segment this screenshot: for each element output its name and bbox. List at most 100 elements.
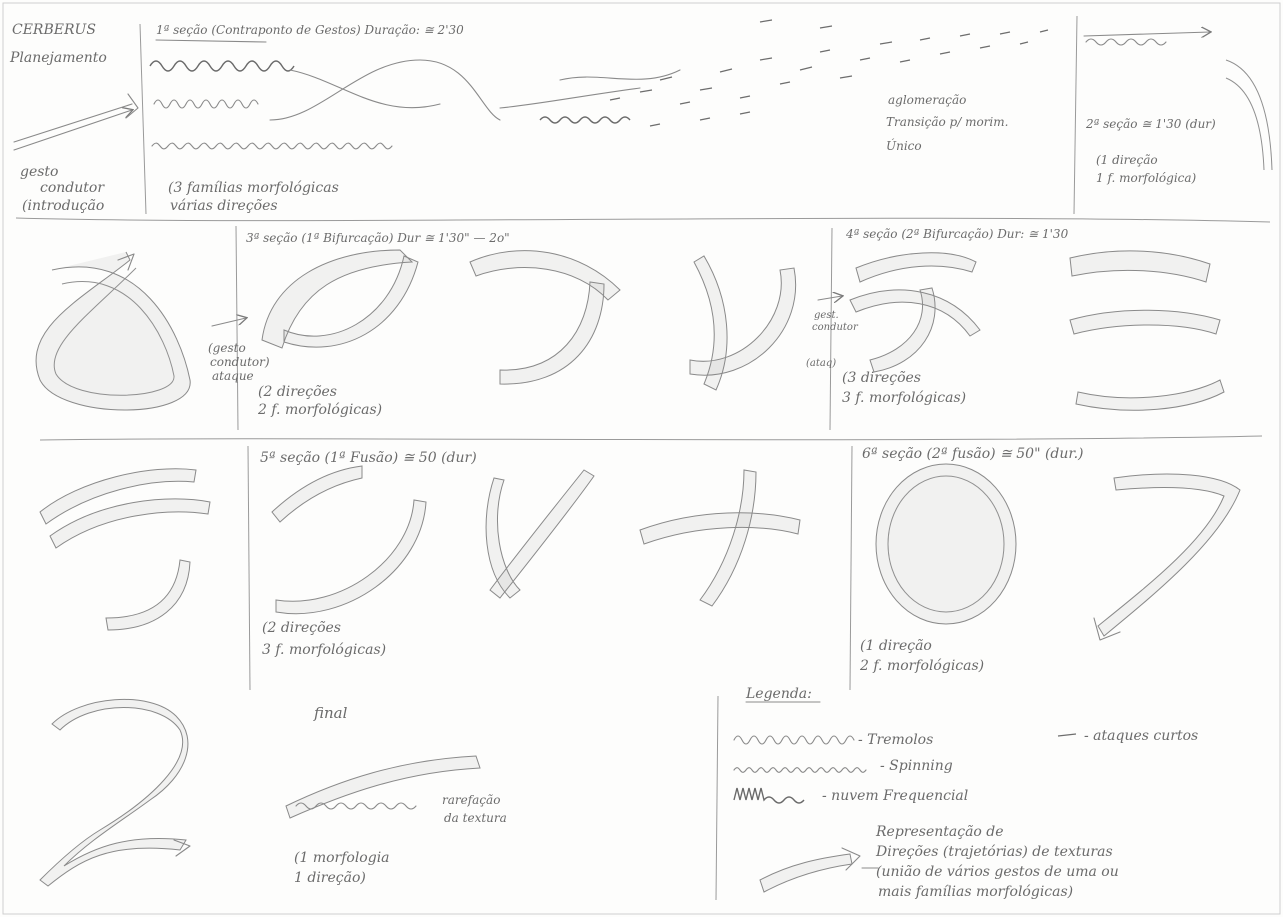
intro-arrow-head [126,94,138,118]
sec2-arrow-1 [1084,32,1210,36]
sec1-note-1: (3 famílias morfológicas [168,180,339,196]
intro-label-1: gesto [20,164,59,180]
sec4-conductor-arrow [818,296,842,300]
sec4-band-4 [1070,251,1210,282]
sec1-underline [156,40,266,42]
legend-spinning: - Spinning [880,758,953,774]
final-loop-band [40,699,188,886]
sec4-band-1 [856,253,976,282]
sec3-cond-1: (gesto [208,341,246,355]
divider-row3-2 [850,446,852,690]
sec3-cond-3: ataque [212,369,254,383]
sec1-agl-1: aglomeração [888,93,966,107]
spinning-stroke-1 [152,143,392,149]
sec3-cond-2: condutor) [210,355,270,369]
sec4-note-1: (3 direções [842,370,921,386]
divider-row2-1 [236,226,238,430]
sec1-note-2: várias direções [170,198,278,214]
fusion-band-3 [106,560,190,630]
sec4-band-5 [1070,310,1220,334]
divider-top-1 [140,24,146,214]
sec5-heading: 5ª seção (1ª Fusão) ≅ 50 (dur) [260,450,477,466]
short-attacks-cloud [610,20,1048,126]
page-border [3,3,1280,914]
sec6-heading: 6ª seção (2ª fusão) ≅ 50" (dur.) [862,446,1083,462]
sec6-note-2: 2 f. morfológicas) [859,658,984,674]
sec4-cond-3: (ataq) [806,358,836,369]
sec3-conductor-arrow [212,318,246,326]
section-5: 5ª seção (1ª Fusão) ≅ 50 (dur) (2 direçõ… [260,450,800,658]
intro-label-2: condutor [40,180,105,196]
fusion-preview [40,469,210,630]
sec5-band-6 [700,470,756,606]
loop-figure-1 [36,252,190,410]
sec6-band-z [1098,474,1240,636]
sec2-note-2: 1 f. morfológica) [1096,171,1197,185]
section-2: 2ª seção ≅ 1'30 (dur) (1 direção 1 f. mo… [1084,32,1272,185]
divider-row3-1 [248,446,250,690]
legend-rep-3: (união de vários gestos de uma ou [876,864,1119,880]
sec5-note-2: 3 f. morfológicas) [262,642,386,658]
legend-heading: Legenda: [745,686,812,702]
legend: Legenda: - Tremolos - Spinning - nuvem F… [734,686,1198,900]
final-note-2: 1 direção) [294,870,366,886]
legend-rep-1: Representação de [875,824,1004,840]
final-rar-2: da textura [444,811,507,825]
legend-rep-2: Direções (trajetórias) de texturas [875,844,1113,860]
intro-block: gesto condutor (introdução [14,94,138,214]
intro-arrow [14,110,132,150]
final-rar-1: rarefação [442,793,500,807]
cloud-stroke-1 [150,61,294,71]
legend-tremolos: - Tremolos [858,732,933,748]
final-band [286,756,480,818]
legend-tremolo-icon [734,736,854,744]
sec3-note-2: 2 f. morfológicas) [257,402,382,418]
section-3: 3ª seção (1ª Bifurcação) Dur ≅ 1'30" — 2… [208,231,796,418]
sec1-heading: 1ª seção (Contraponto de Gestos) Duração… [156,23,464,37]
final-note-1: (1 morfologia [294,850,390,866]
sec5-note-1: (2 direções [262,620,341,636]
sec2-note-1: (1 direção [1096,153,1158,167]
sec2-heading: 2ª seção ≅ 1'30 (dur) [1085,117,1216,131]
sec2-band-outer [1226,60,1272,170]
legend-trajectory-icon [760,854,852,892]
sec4-band-2 [850,290,980,336]
final-heading: final [313,704,348,722]
section-6: 6ª seção (2ª fusão) ≅ 50" (dur.) (1 dire… [859,446,1240,674]
section-4: 4ª seção (2ª Bifurcação) Dur: ≅ 1'30 ges… [806,227,1224,410]
cloud-stroke-2 [540,117,630,123]
sec4-heading: 4ª seção (2ª Bifurcação) Dur: ≅ 1'30 [845,227,1069,241]
legend-nuvem: - nuvem Frequencial [822,788,968,804]
divider-row-2 [40,436,1262,440]
sec3-heading: 3ª seção (1ª Bifurcação) Dur ≅ 1'30" — 2… [246,231,510,245]
tremolo-stroke-1 [154,100,258,108]
sec4-band-6 [1076,380,1224,410]
intro-arrow-line-1 [14,104,132,142]
sec3-note-1: (2 direções [258,384,337,400]
tremolo-wave-4 [560,70,680,80]
sec3-band-arc-2 [500,282,604,384]
sec5-band-2 [276,500,426,614]
title-text: CERBERUS [12,22,96,38]
sec4-note-2: 3 f. morfológicas) [842,390,966,406]
sec4-cond-2: condutor [812,322,859,333]
legend-cloud-icon [734,788,804,803]
title-block: CERBERUS Planejamento [9,22,107,66]
final-section: final rarefação da textura (1 morfologia… [286,704,507,886]
sec5-band-1 [272,466,362,522]
intro-label-3: (introdução [22,198,104,214]
subtitle-text: Planejamento [9,50,107,66]
sec5-band-4 [490,470,594,598]
legend-ataques: - ataques curtos [1084,728,1198,744]
divider-row4 [716,696,718,900]
sec6-circle-outer [876,464,1016,624]
sec6-note-1: (1 direção [860,638,932,654]
legend-attack-icon [1058,734,1076,736]
sec1-agl-3: Único [886,137,922,153]
final-loop [40,699,190,886]
divider-row-1 [16,218,1270,222]
sec4-cond-1: gest. [814,310,839,321]
legend-rep-4: mais famílias morfológicas) [878,884,1073,900]
tremolo-wave-2 [270,60,500,120]
